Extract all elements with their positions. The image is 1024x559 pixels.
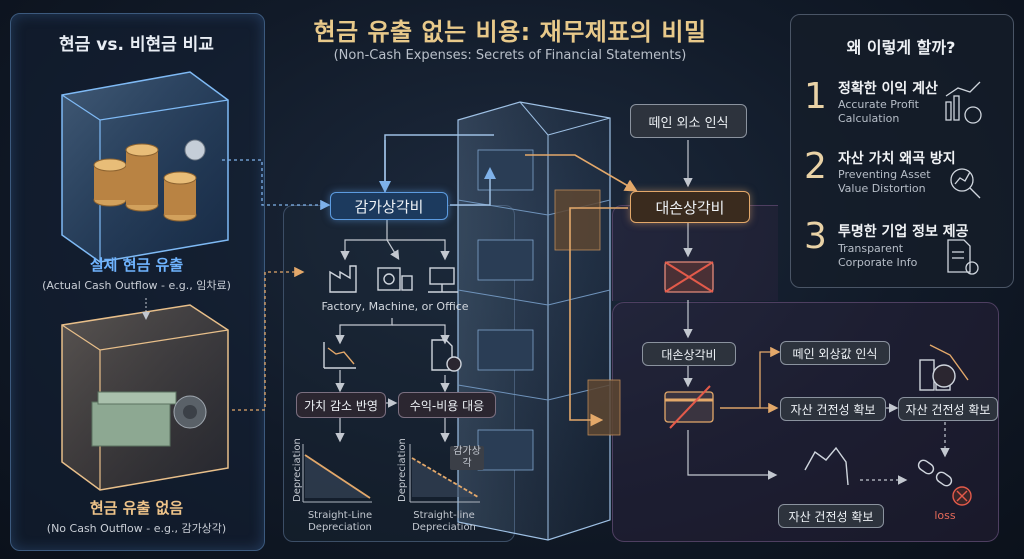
straight-line-chart-2 — [409, 444, 480, 503]
bad-debt-small-node: 대손상각비 — [642, 342, 736, 366]
assets-label: Factory, Machine, or Office — [321, 300, 469, 313]
why-panel — [790, 14, 1014, 288]
cash-outflow-sub: (Actual Cash Outflow - e.g., 임차료) — [42, 279, 231, 292]
noncash-safe-illustration — [61, 304, 229, 491]
cash-safe-illustration — [61, 71, 229, 263]
why-item-3-number: 3 — [804, 216, 827, 257]
impairment-top-node: 떼인 외소 인식 — [630, 104, 747, 138]
why-item-2-en2: Value Distortion — [838, 182, 926, 195]
machine-icon — [377, 267, 413, 291]
why-item-3-title: 투명한 기업 정보 제공 — [838, 224, 969, 240]
declining-chart-icon — [323, 342, 356, 369]
cancelled-card-icon — [664, 261, 714, 293]
straight-line-chart-1 — [302, 444, 372, 503]
page-subtitle: (Non-Cash Expenses: Secrets of Financial… — [333, 48, 687, 63]
value-decrease-node: 가치 감소 반영 — [296, 392, 386, 418]
comparison-title: 현금 vs. 비현금 비교 — [59, 35, 214, 55]
chart2-caption: Straight-line Depreciation — [412, 510, 476, 533]
chart1-ylabel: Depreciation — [292, 438, 303, 502]
slashed-card-icon — [664, 385, 714, 429]
office-icon — [428, 267, 458, 293]
cash-outflow-title: 실제 현금 유출 — [89, 256, 184, 274]
document-dollar-icon — [431, 339, 462, 372]
why-item-1-en2: Calculation — [838, 112, 900, 125]
asset-soundness-node-1: 자산 건전성 확보 — [780, 397, 886, 421]
why-item-3-en1: Transparent — [838, 242, 904, 255]
why-item-2-title: 자산 가치 왜곡 방지 — [838, 151, 956, 167]
factory-icon — [329, 265, 357, 293]
document-check-icon — [947, 239, 979, 275]
financial-statement-tower — [457, 101, 621, 541]
profit-chart-icon — [945, 81, 982, 124]
noncash-sub: (No Cash Outflow - e.g., 감가상각) — [46, 522, 227, 535]
bad-debt-node: 대손상각비 — [630, 191, 750, 223]
why-title: 왜 이렇게 할까? — [846, 38, 956, 57]
asset-soundness-node-2: 자산 건전성 확보 — [898, 397, 998, 421]
asset-soundness-node-3: 자산 건전성 확보 — [778, 504, 884, 528]
why-item-1-en1: Accurate Profit — [838, 98, 919, 111]
why-item-1-title: 정확한 이익 계산 — [838, 81, 938, 97]
impairment-recognize-node: 떼인 외상값 인식 — [780, 341, 890, 365]
page-title: 현금 유출 없는 비용: 재무제표의 비밀 — [313, 18, 707, 46]
broken-chain-icon — [917, 459, 972, 506]
why-item-2-number: 2 — [804, 146, 827, 187]
why-item-1-number: 1 — [804, 76, 827, 117]
chart2-tag: 감가상각 — [450, 446, 484, 470]
revenue-matching-node: 수익-비용 대응 — [398, 392, 496, 418]
hand-touch-icon — [804, 446, 849, 486]
noncash-title: 현금 유출 없음 — [89, 499, 184, 517]
depreciation-node: 감가상각비 — [330, 192, 448, 220]
chart2-ylabel: Depreciation — [397, 438, 408, 502]
why-item-3-en2: Corporate Info — [838, 256, 918, 269]
magnifier-chart-icon — [950, 168, 981, 199]
chart1-caption: Straight-Line Depreciation — [307, 510, 373, 533]
why-item-2-en1: Preventing Asset — [838, 168, 931, 181]
loss-label: loss — [934, 509, 956, 522]
bag-dollar-chart-icon — [919, 344, 969, 391]
